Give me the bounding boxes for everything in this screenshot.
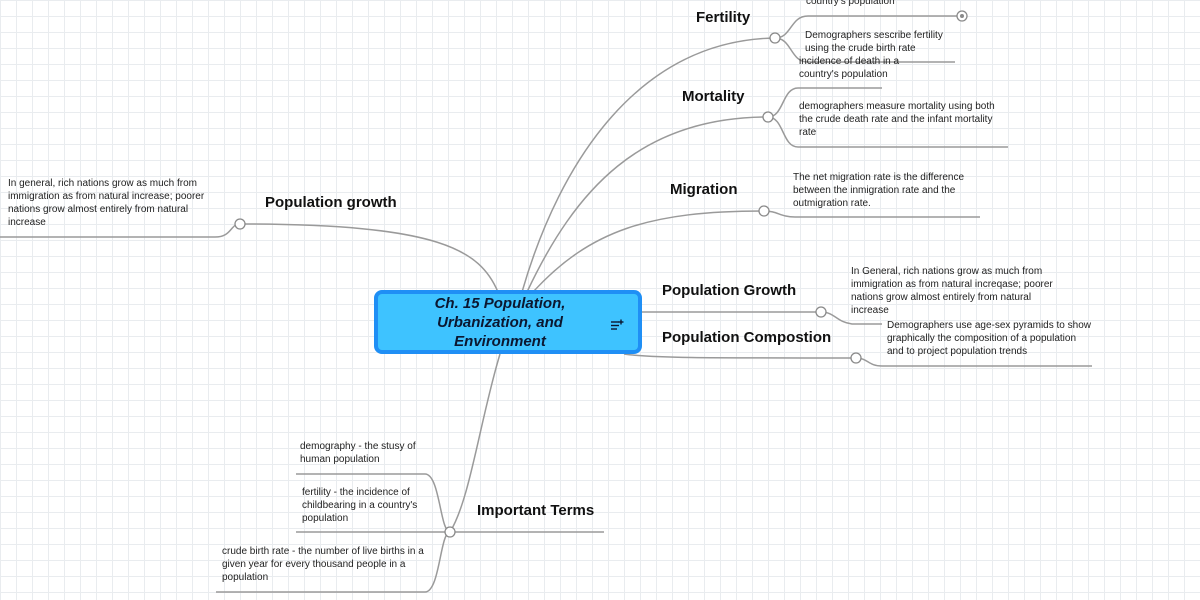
population-growth-left-note-1[interactable]: In general, rich nations grow as much fr… (8, 178, 205, 228)
important-terms-note-3[interactable]: crude birth rate - the number of live bi… (222, 546, 424, 583)
important-terms-collapse-dot (444, 526, 456, 538)
migration-collapse-dot (758, 205, 770, 217)
important-terms-note-2[interactable]: fertility - the incidence of childbearin… (302, 487, 418, 524)
population-growth-left-collapse-dot (234, 218, 246, 230)
root-topic[interactable]: Ch. 15 Population, Urbanization, and Env… (374, 290, 642, 354)
branch-population-growth-left[interactable]: Population growth (265, 194, 397, 211)
fertility-note-2[interactable]: Demographers sescribe fertility using th… (805, 30, 943, 54)
fertility-collapse-dot (769, 32, 781, 44)
branch-important-terms[interactable]: Important Terms (477, 502, 595, 519)
important-terms-note-1[interactable]: demography - the stusy of human populati… (300, 441, 416, 465)
mortality-note-2[interactable]: demographers measure mortality using bot… (799, 101, 995, 138)
root-topic-title: Ch. 15 Population, Urbanization, and Env… (434, 294, 566, 350)
branch-fertility[interactable]: Fertility (696, 9, 751, 26)
population-composition-collapse-dot (850, 352, 862, 364)
mortality-note-1[interactable]: incidence of death in a country's popula… (799, 56, 900, 80)
branch-population-composition[interactable]: Population Compostion (662, 329, 832, 346)
branch-population-growth-right[interactable]: Population Growth (662, 282, 797, 299)
population-growth-collapse-dot (815, 306, 827, 318)
notes-icon[interactable] (610, 318, 624, 332)
branch-mortality[interactable]: Mortality (682, 88, 745, 105)
mortality-collapse-dot (762, 111, 774, 123)
fertility-note-1[interactable]: country's population (806, 0, 895, 7)
branch-migration[interactable]: Migration (670, 181, 738, 198)
population-composition-note-1[interactable]: Demographers use age-sex pyramids to sho… (887, 320, 1091, 357)
population-growth-right-note-1[interactable]: In General, rich nations grow as much fr… (851, 266, 1053, 316)
migration-note-1[interactable]: The net migration rate is the difference… (793, 172, 965, 209)
